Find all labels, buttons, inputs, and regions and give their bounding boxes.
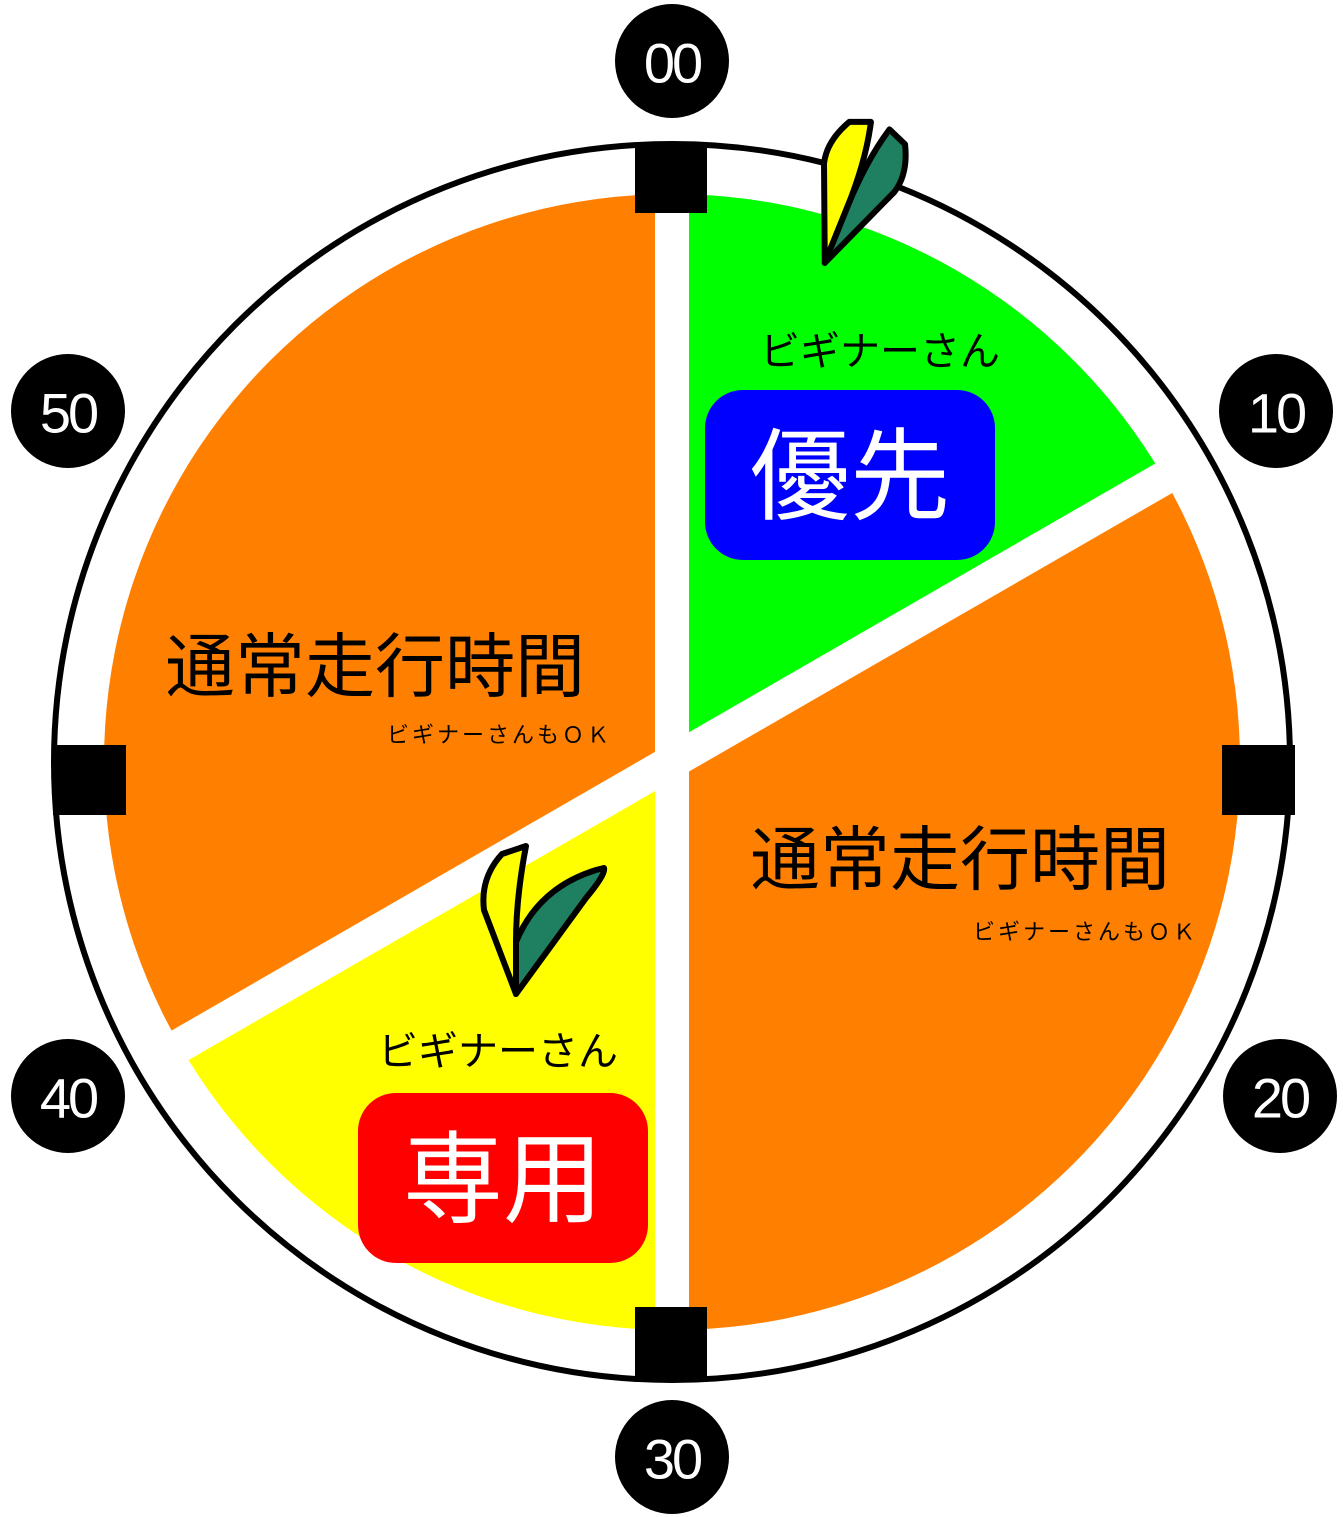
minute-label-20-text: 20 [1252, 1067, 1309, 1130]
beginner-only-badge: 専用 [358, 1093, 648, 1263]
minute-label-20: 20 [1223, 1039, 1337, 1153]
wakaba-beginner-mark-icon [480, 843, 608, 997]
minute-label-10: 10 [1219, 354, 1333, 468]
priority-beginner-label: ビギナーさん [760, 329, 1000, 375]
wakaba-beginner-mark-icon [821, 118, 909, 266]
priority-badge: 優先 [705, 390, 995, 560]
minute-label-40: 40 [11, 1039, 125, 1153]
tick-mark-right [1222, 745, 1295, 815]
tick-mark-top [635, 145, 707, 213]
minute-label-00-text: 00 [644, 32, 701, 95]
tick-marks [53, 145, 1295, 1382]
beginner-only-label: ビギナーさん [378, 1029, 618, 1075]
divider-line-diagonal [149, 451, 1194, 1073]
tick-mark-left [53, 745, 126, 815]
minute-label-00: 00 [615, 4, 729, 118]
priority-badge-text: 優先 [750, 419, 950, 536]
minute-label-50-text: 50 [40, 382, 97, 445]
minute-label-10-text: 10 [1248, 382, 1305, 445]
minute-label-50: 50 [11, 354, 125, 468]
minute-labels: 00 10 20 30 40 50 [11, 4, 1337, 1514]
normal-right-subtitle: ビギナーさんもＯＫ [973, 921, 1198, 946]
segment-dividers [149, 150, 1194, 1380]
minute-label-30: 30 [615, 1400, 729, 1514]
tick-mark-bottom [635, 1307, 707, 1382]
minute-label-40-text: 40 [40, 1067, 97, 1130]
normal-left-subtitle: ビギナーさんもＯＫ [387, 724, 612, 749]
beginner-only-badge-text: 専用 [403, 1122, 603, 1239]
minute-label-30-text: 30 [644, 1428, 701, 1491]
normal-right-title: 通常走行時間 [750, 819, 1170, 901]
normal-left-title: 通常走行時間 [165, 626, 585, 708]
